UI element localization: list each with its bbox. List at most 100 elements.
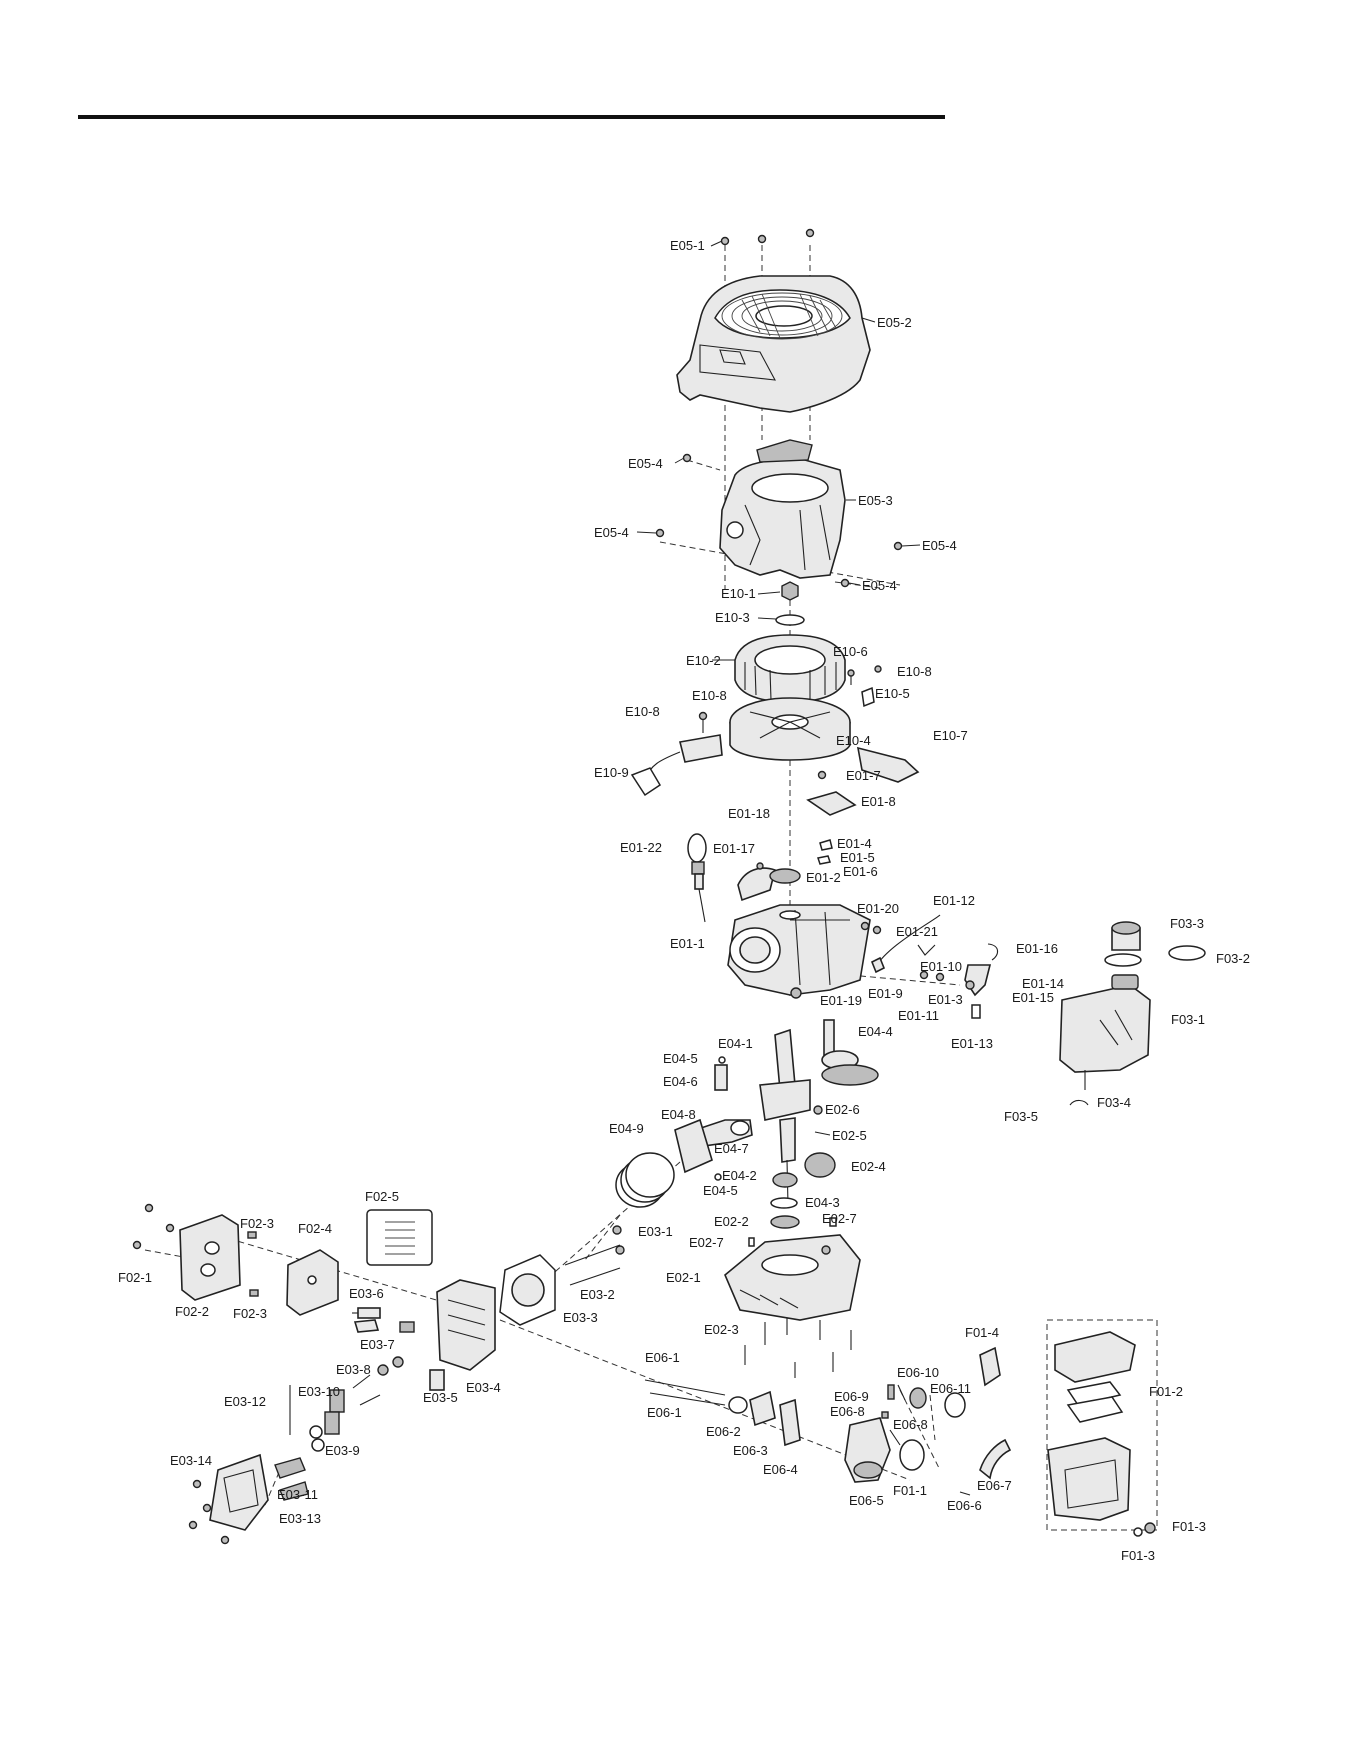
fan-plate: [729, 697, 851, 761]
part-label: E01-2: [806, 870, 841, 885]
circlip: [718, 1056, 726, 1064]
carb-gasket: [899, 1439, 925, 1471]
part-label: E03-9: [325, 1443, 360, 1458]
bolt-icon: [682, 453, 692, 463]
carb-spacer: [728, 1390, 801, 1447]
part-label: E01-1: [670, 936, 705, 951]
part-label: E01-13: [951, 1036, 993, 1051]
part-label: F02-4: [298, 1221, 332, 1236]
part-label: F02-5: [365, 1189, 399, 1204]
sump-bolts: [744, 1318, 852, 1378]
part-label: E03-12: [224, 1394, 266, 1409]
part-label: E04-3: [805, 1195, 840, 1210]
piston: [674, 1118, 713, 1174]
flywheel: [734, 634, 846, 703]
spark-plug: [352, 1307, 381, 1319]
part-label: E02-2: [714, 1214, 749, 1229]
carburetor: [844, 1417, 901, 1483]
part-label: E06-7: [977, 1478, 1012, 1493]
piston-pin: [714, 1064, 728, 1091]
part-label: E04-4: [858, 1024, 893, 1039]
part-label: E03-1: [638, 1224, 673, 1239]
part-label: F03-1: [1171, 1012, 1205, 1027]
oil-sump: [724, 1234, 861, 1321]
part-label: E01-4: [837, 836, 872, 851]
circlip: [714, 1173, 722, 1181]
camshaft: [821, 1019, 879, 1086]
crankcase: [727, 904, 871, 996]
fuel-lines: [959, 1346, 1012, 1496]
part-label: E01-21: [896, 924, 938, 939]
part-label: E04-9: [609, 1121, 644, 1136]
part-label: E01-16: [1016, 941, 1058, 956]
part-label: E02-5: [832, 1128, 867, 1143]
bolt-icon: [655, 528, 665, 538]
muffler-screen: [366, 1209, 433, 1266]
part-label: E05-1: [670, 238, 705, 253]
part-label: E05-3: [858, 493, 893, 508]
part-label: F03-4: [1097, 1095, 1131, 1110]
nut-icon: [247, 1231, 257, 1239]
part-label: E01-6: [843, 864, 878, 879]
part-label: E03-4: [466, 1380, 501, 1395]
part-label: F02-1: [118, 1270, 152, 1285]
part-label: E10-3: [715, 610, 750, 625]
part-label: E06-1: [645, 1350, 680, 1365]
part-label: F01-4: [965, 1325, 999, 1340]
part-label: E05-4: [922, 538, 957, 553]
part-label: F03-5: [1004, 1109, 1038, 1124]
part-label: E10-8: [897, 664, 932, 679]
leader-lines: [636, 240, 921, 661]
part-label: E04-6: [663, 1074, 698, 1089]
bolt-icon: [893, 541, 903, 551]
part-label: E10-8: [692, 688, 727, 703]
part-label: E06-5: [849, 1493, 884, 1508]
part-label: E06-2: [706, 1424, 741, 1439]
flywheel-nut: [775, 581, 805, 626]
shield-part: [737, 862, 776, 902]
drain-plug: [790, 987, 802, 999]
part-label: F01-3: [1172, 1519, 1206, 1534]
part-label: E06-3: [733, 1443, 768, 1458]
part-label: E03-2: [580, 1287, 615, 1302]
part-label: E01-5: [840, 850, 875, 865]
part-label: E06-8: [893, 1417, 928, 1432]
part-label: E01-7: [846, 768, 881, 783]
part-label: E03-13: [279, 1511, 321, 1526]
part-label: E10-2: [686, 653, 721, 668]
part-label: F02-3: [233, 1306, 267, 1321]
part-label: E03-10: [298, 1384, 340, 1399]
part-label: E04-8: [661, 1107, 696, 1122]
part-label: E03-8: [336, 1362, 371, 1377]
part-label: E06-6: [947, 1498, 982, 1513]
part-label: E02-6: [825, 1102, 860, 1117]
carb-studs: [644, 1379, 726, 1406]
part-label: E05-4: [628, 456, 663, 471]
air-cleaner: [1047, 1331, 1136, 1521]
part-label: E01-19: [820, 993, 862, 1008]
part-label: E01-14: [1022, 976, 1064, 991]
part-label: E06-8: [830, 1404, 865, 1419]
part-label: F01-3: [1121, 1548, 1155, 1563]
part-label: E06-4: [763, 1462, 798, 1477]
piston-rings: [615, 1152, 675, 1208]
air-cleaner-group-box: [1046, 1319, 1158, 1531]
part-label: E01-10: [920, 959, 962, 974]
part-label: E10-7: [933, 728, 968, 743]
part-label: E02-1: [666, 1270, 701, 1285]
cylinder-head: [436, 1279, 496, 1371]
part-label: E01-9: [868, 986, 903, 1001]
part-label: E04-7: [714, 1141, 749, 1156]
part-label: E03-6: [349, 1286, 384, 1301]
oil-seal: [769, 868, 801, 884]
part-label: E06-9: [834, 1389, 869, 1404]
breather-cover: [806, 770, 857, 865]
part-label: E01-15: [1012, 990, 1054, 1005]
part-label: F03-2: [1216, 951, 1250, 966]
part-label: E02-4: [851, 1159, 886, 1174]
part-label: E10-8: [625, 704, 660, 719]
governor-bracket: [847, 665, 920, 783]
part-label: E04-5: [663, 1051, 698, 1066]
part-label: E02-7: [822, 1211, 857, 1226]
